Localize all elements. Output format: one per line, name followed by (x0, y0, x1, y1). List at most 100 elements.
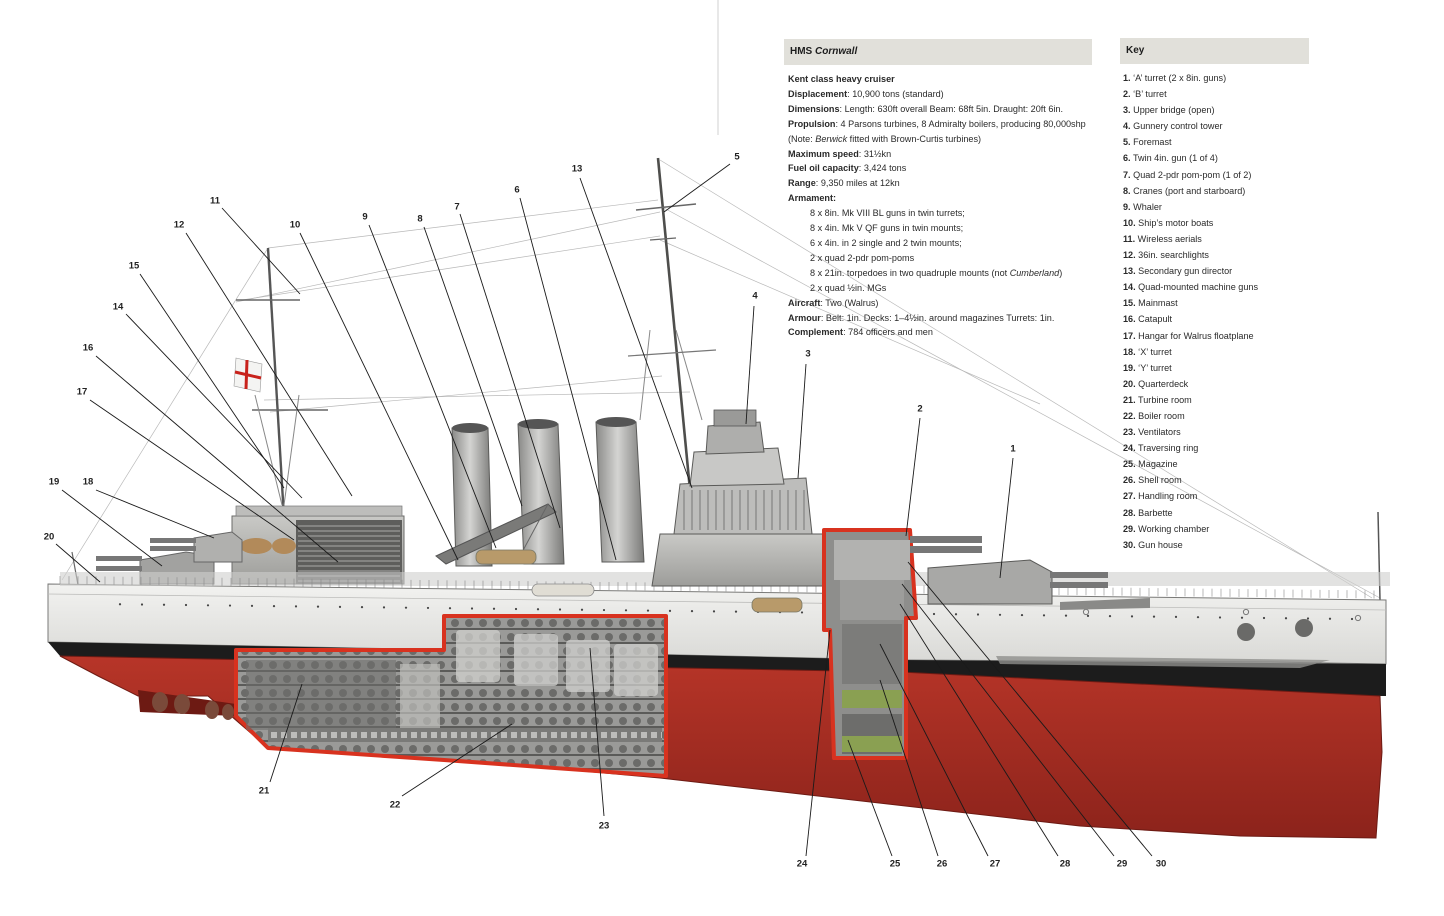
callout-number: 26 (936, 858, 948, 870)
callout-number: 12 (173, 219, 185, 231)
leader-line (368, 224, 497, 549)
callout-number: 4 (752, 290, 758, 302)
bridge-superstructure (651, 409, 831, 587)
key-item: 6. Twin 4in. gun (1 of 4) (1123, 153, 1218, 164)
key-item: 25. Magazine (1123, 459, 1178, 470)
callout-number: 20 (43, 531, 55, 543)
leader-line (847, 739, 893, 857)
complement-row: Complement: 784 officers and men (788, 327, 933, 338)
leader-line (663, 163, 731, 213)
callout-number: 3 (805, 348, 811, 360)
key-item: 2. ‘B’ turret (1123, 89, 1167, 100)
leader-line (61, 489, 163, 567)
range-row: Range: 9,350 miles at 12kn (788, 178, 900, 189)
key-item: 30. Gun house (1123, 539, 1183, 550)
callout-number: 8 (417, 213, 423, 225)
key-panel: Key 1. ‘A’ turret (2 x 8in. guns) 2. ‘B’ … (1120, 38, 1309, 553)
key-item: 23. Ventilators (1123, 427, 1181, 438)
leader-line (89, 399, 295, 541)
callout-number: 21 (258, 785, 270, 797)
leader-lines (55, 163, 1153, 857)
jackstaff (1377, 511, 1381, 601)
displacement-row: Displacement: 10,900 tons (standard) (788, 88, 944, 99)
key-title: Key (1120, 38, 1309, 64)
key-item: 12. 36in. searchlights (1123, 250, 1209, 261)
key-item: 26. Shell room (1123, 475, 1182, 486)
leader-line (95, 355, 339, 563)
crane (435, 503, 557, 565)
key-item: 9. Whaler (1123, 201, 1162, 212)
key-item: 16. Catapult (1123, 314, 1173, 325)
key-item: 15. Mainmast (1123, 298, 1178, 309)
leader-line (139, 273, 285, 489)
funnels (451, 417, 645, 567)
rigging (61, 159, 1381, 599)
key-item: 14. Quad-mounted machine guns (1123, 282, 1258, 293)
callout-number: 23 (598, 820, 610, 832)
callout-number: 7 (454, 201, 460, 213)
key-item: 7. Quad 2-pdr pom-pom (1 of 2) (1123, 169, 1252, 180)
propulsion-note: (Note: Berwick fitted with Brown-Curtis … (788, 133, 982, 144)
leader-line (745, 305, 755, 425)
key-item: 1. ‘A’ turret (2 x 8in. guns) (1123, 73, 1227, 83)
key-item: 18. ‘X’ turret (1123, 346, 1172, 357)
leader-line (221, 207, 301, 295)
machinery-cutaway (234, 614, 668, 778)
callout-number: 24 (796, 858, 808, 870)
leader-line (907, 561, 1153, 857)
armour-row: Armour: Belt: 1in. Decks: 1–4½in. around… (788, 312, 1055, 323)
leader-line (899, 603, 1059, 857)
key-item: 5. Foremast (1123, 137, 1172, 148)
callout-number: 9 (362, 211, 368, 223)
leader-line (55, 543, 101, 583)
dimensions-row: Dimensions: Length: 630ft overall Beam: … (788, 103, 1063, 114)
callout-number: 2 (917, 403, 923, 415)
callout-number: 27 (989, 858, 1001, 870)
callout-number: 14 (112, 301, 124, 313)
leader-line (125, 313, 303, 499)
leader-line (579, 177, 693, 489)
callout-number: 29 (1116, 858, 1128, 870)
leader-line (905, 417, 921, 537)
leader-line (805, 629, 831, 857)
leader-line (999, 457, 1014, 579)
key-item: 10. Ship’s motor boats (1123, 217, 1214, 228)
specs-panel: HMS Cornwall Kent class heavy cruiser Di… (784, 39, 1092, 340)
max-speed-row: Maximum speed: 31½kn (788, 148, 892, 159)
key-item: 3. Upper bridge (open) (1123, 105, 1215, 116)
motor-boat (751, 597, 803, 613)
key-item: 4. Gunnery control tower (1123, 121, 1223, 132)
leader-line (95, 489, 215, 539)
foremast (627, 157, 717, 491)
mainmast (236, 247, 328, 519)
callout-number: 11 (209, 195, 221, 207)
armament-item: 8 x 21in. torpedoes in two quadruple mou… (810, 267, 1063, 278)
key-item: 11. Wireless aerials (1123, 233, 1202, 244)
leader-line (299, 232, 459, 561)
key-item: 21. Turbine room (1123, 394, 1192, 405)
key-item: 22. Boiler room (1123, 410, 1185, 421)
key-item: 13. Secondary gun director (1123, 266, 1233, 277)
aircraft-row: Aircraft: Two (Walrus) (788, 297, 879, 308)
armament-item: 2 x quad ½in. MGs (810, 282, 887, 293)
key-item: 27. Handling room (1123, 491, 1198, 502)
a-turret (927, 559, 1150, 610)
key-item: 20. Quarterdeck (1123, 378, 1189, 389)
armament-item: 8 x 8in. Mk VIII BL guns in twin turrets… (810, 208, 965, 219)
leader-line (879, 679, 939, 857)
callout-number: 5 (734, 151, 740, 163)
key-item: 28. Barbette (1123, 507, 1173, 518)
propulsion-row: Propulsion: 4 Parsons turbines, 8 Admira… (788, 118, 1086, 129)
callout-number: 6 (514, 184, 520, 196)
callout-number: 18 (82, 476, 94, 488)
leader-line (901, 583, 1115, 857)
leader-line (401, 723, 513, 797)
whaler (531, 583, 595, 597)
leader-line (519, 197, 617, 561)
callout-number: 13 (571, 163, 583, 175)
armament-item: 2 x quad 2-pdr pom-poms (810, 252, 915, 263)
callout-number: 17 (76, 386, 88, 398)
leader-line (185, 232, 353, 497)
callout-number: 16 (82, 342, 94, 354)
